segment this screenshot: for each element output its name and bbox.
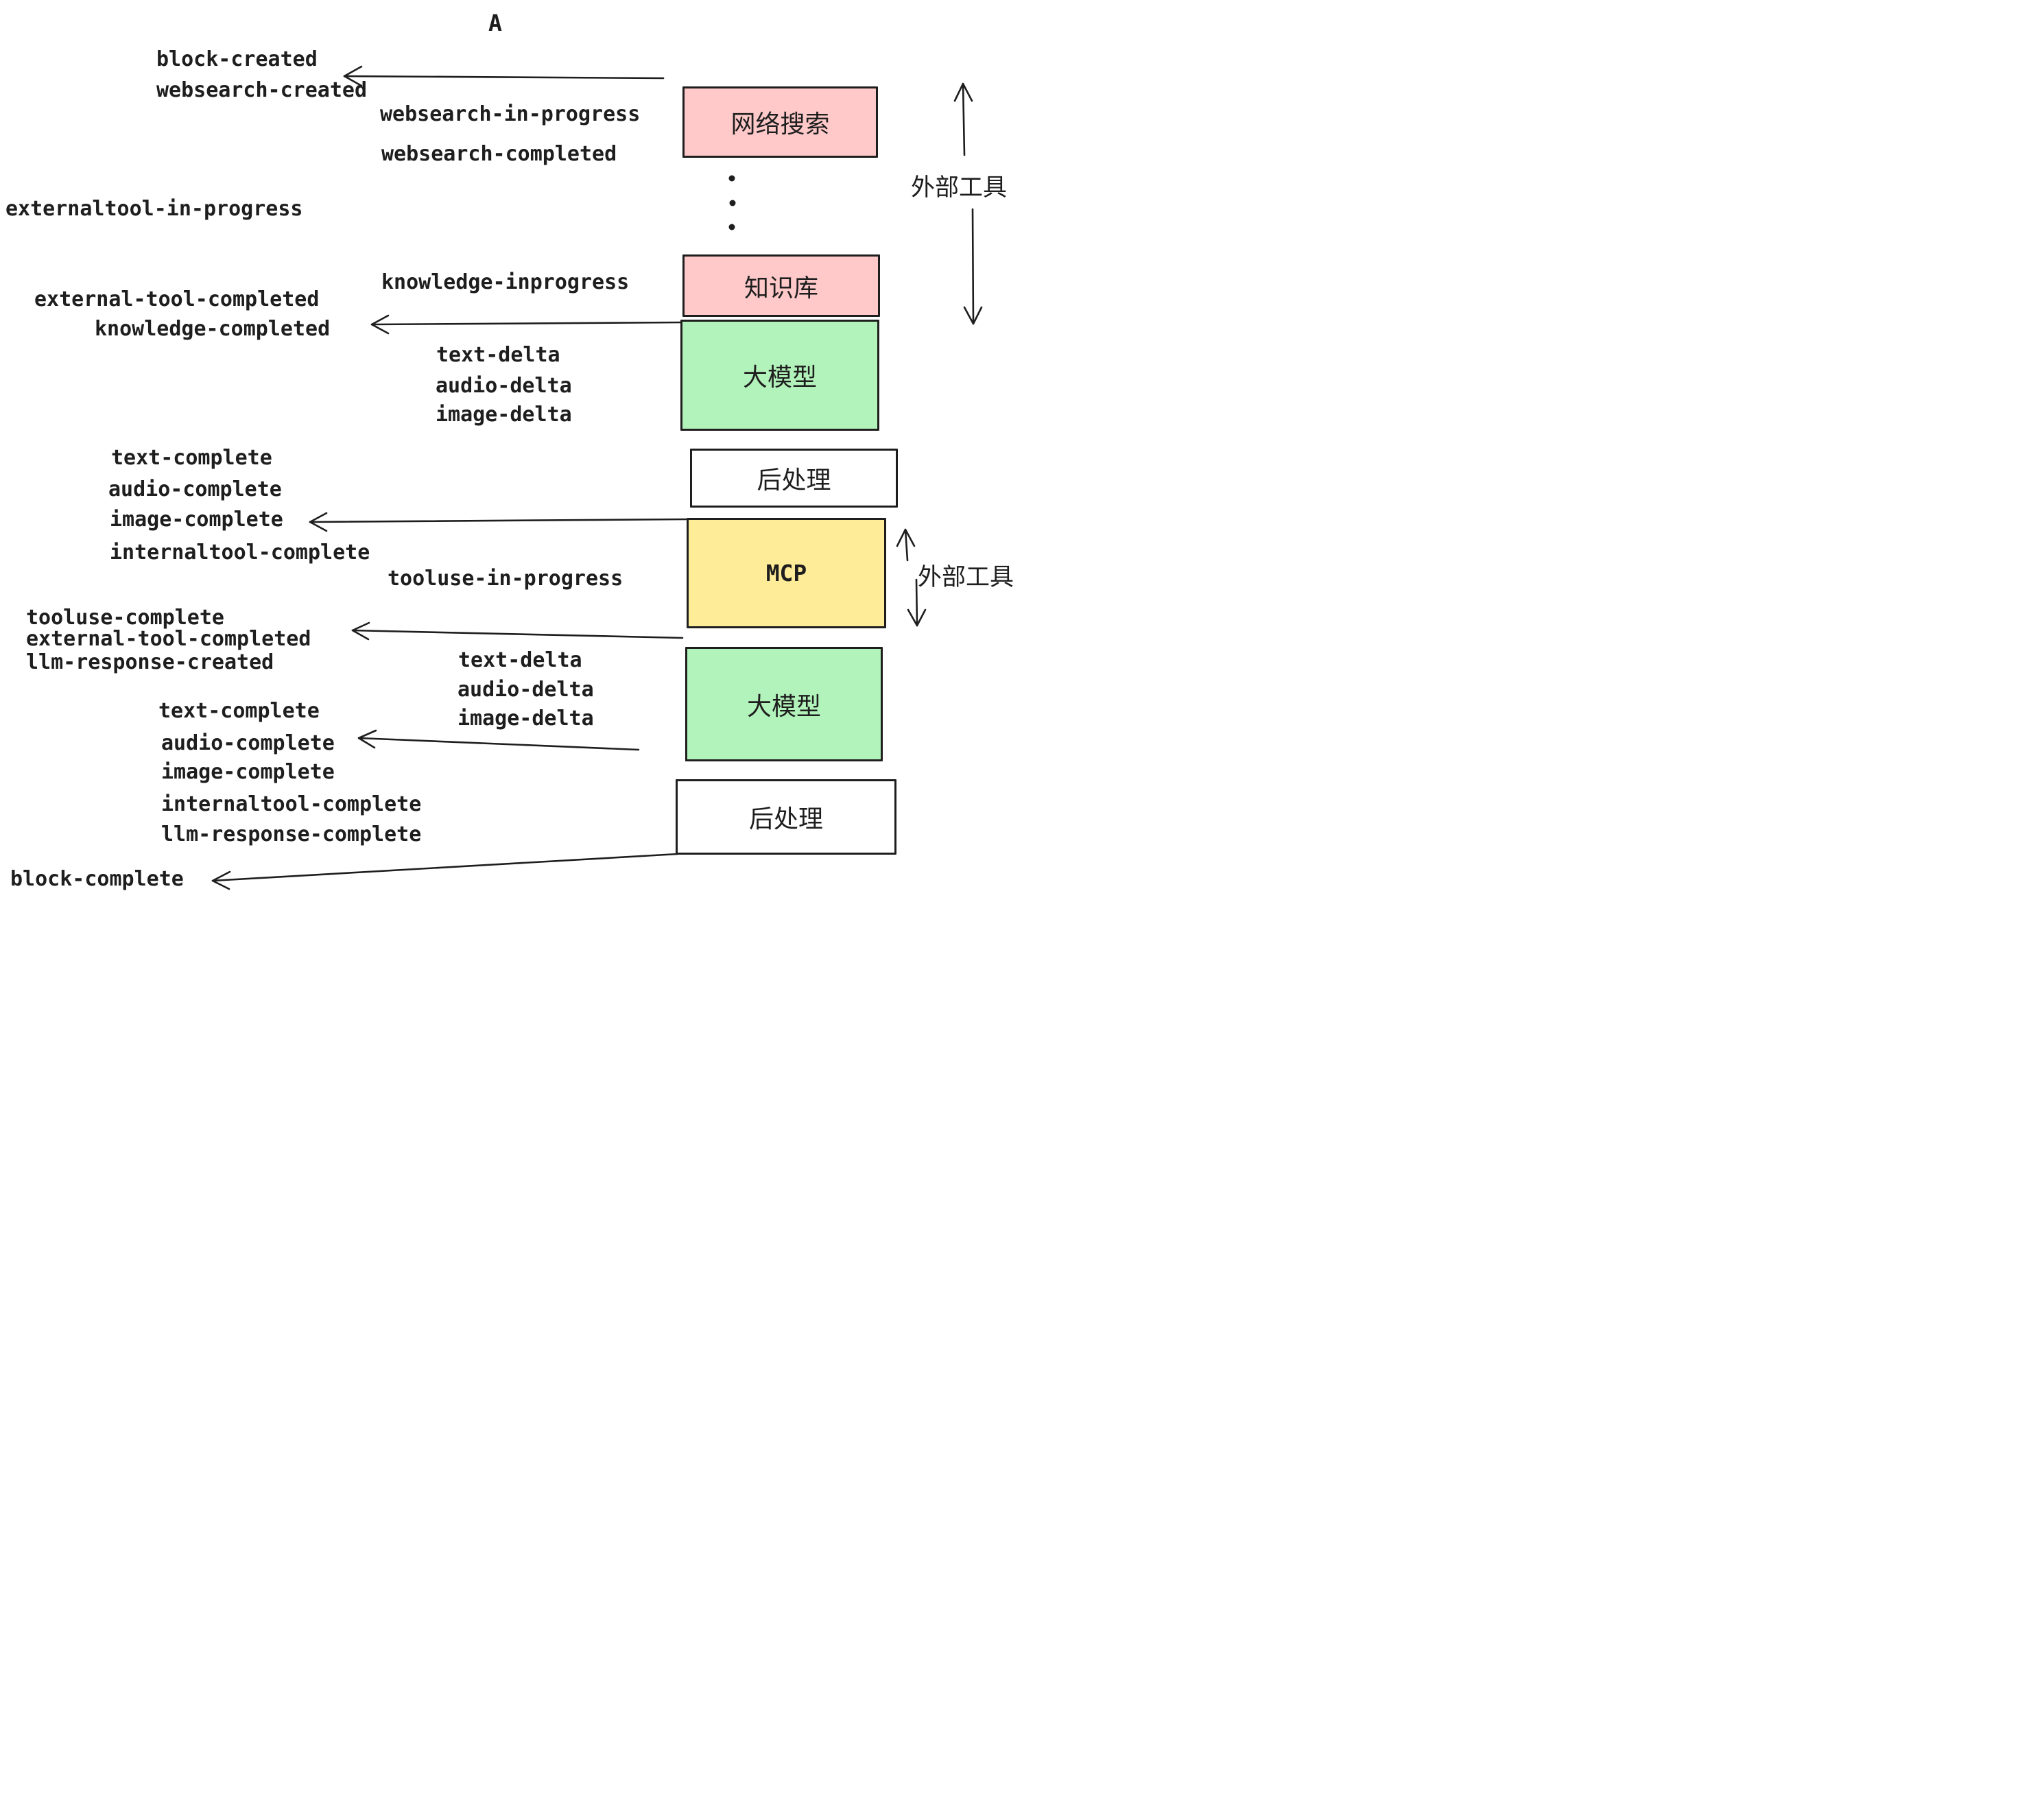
event-image-delta: image-delta [436,403,572,427]
event-text-delta-2: text-delta [458,648,582,672]
event-text-complete-2: text-complete [158,699,320,723]
event-text-delta: text-delta [436,343,560,367]
event-image-complete-2: image-complete [161,760,335,784]
event-websearch-completed: websearch-completed [381,142,617,166]
arrow-left-tooluse-complete [351,621,684,641]
event-internaltool-complete-2: internaltool-complete [161,792,422,816]
event-image-complete: image-complete [110,508,283,532]
box-llm-2: 大模型 [685,647,883,761]
sequence-diagram: A block-created websearch-created websea… [0,0,1022,902]
event-audio-complete: audio-complete [108,477,282,501]
event-internaltool-complete: internaltool-complete [110,541,370,565]
event-knowledge-inprogress: knowledge-inprogress [381,270,630,294]
label-external-tools-top: 外部工具 [911,174,1008,201]
event-websearch-in-progress: websearch-in-progress [380,102,641,126]
arrow-left-image-complete [309,512,687,532]
arrow-down-external-tools-top [963,208,983,325]
event-websearch-created: websearch-created [156,78,368,102]
arrow-left-block-complete [211,853,679,890]
event-llm-response-complete: llm-response-complete [161,822,422,846]
box-postprocess-1: 后处理 [690,449,898,508]
box-websearch: 网络搜索 [682,86,878,158]
arrow-up-external-tools-top [953,82,973,156]
vertical-ellipsis-dots [728,175,736,230]
event-audio-complete-2: audio-complete [161,731,335,755]
event-block-created: block-created [156,47,318,71]
event-external-tool-completed-2: external-tool-completed [26,627,311,651]
event-block-complete: block-complete [10,867,184,891]
event-audio-delta: audio-delta [436,374,572,398]
event-llm-response-created: llm-response-created [26,650,274,674]
event-audio-delta-2: audio-delta [457,678,594,702]
box-llm-1: 大模型 [680,320,879,431]
event-external-tool-completed: external-tool-completed [34,287,320,311]
arrow-up-external-tools-bottom [896,528,916,562]
diagram-title: A [488,10,502,36]
box-knowledge: 知识库 [682,254,880,317]
arrow-left-audio-complete [357,729,640,751]
label-external-tools-bottom: 外部工具 [918,564,1014,591]
event-text-complete: text-complete [111,446,272,470]
box-postprocess-2: 后处理 [676,779,896,855]
box-mcp: MCP [687,518,886,628]
event-tooluse-complete: tooluse-complete [26,606,224,630]
arrow-left-block-created [343,65,665,87]
event-tooluse-in-progress: tooluse-in-progress [388,567,623,591]
arrow-left-knowledge-completed [370,314,684,335]
event-image-delta-2: image-delta [457,707,594,731]
event-externaltool-in-progress: externaltool-in-progress [5,197,303,221]
event-knowledge-completed: knowledge-completed [95,317,331,341]
